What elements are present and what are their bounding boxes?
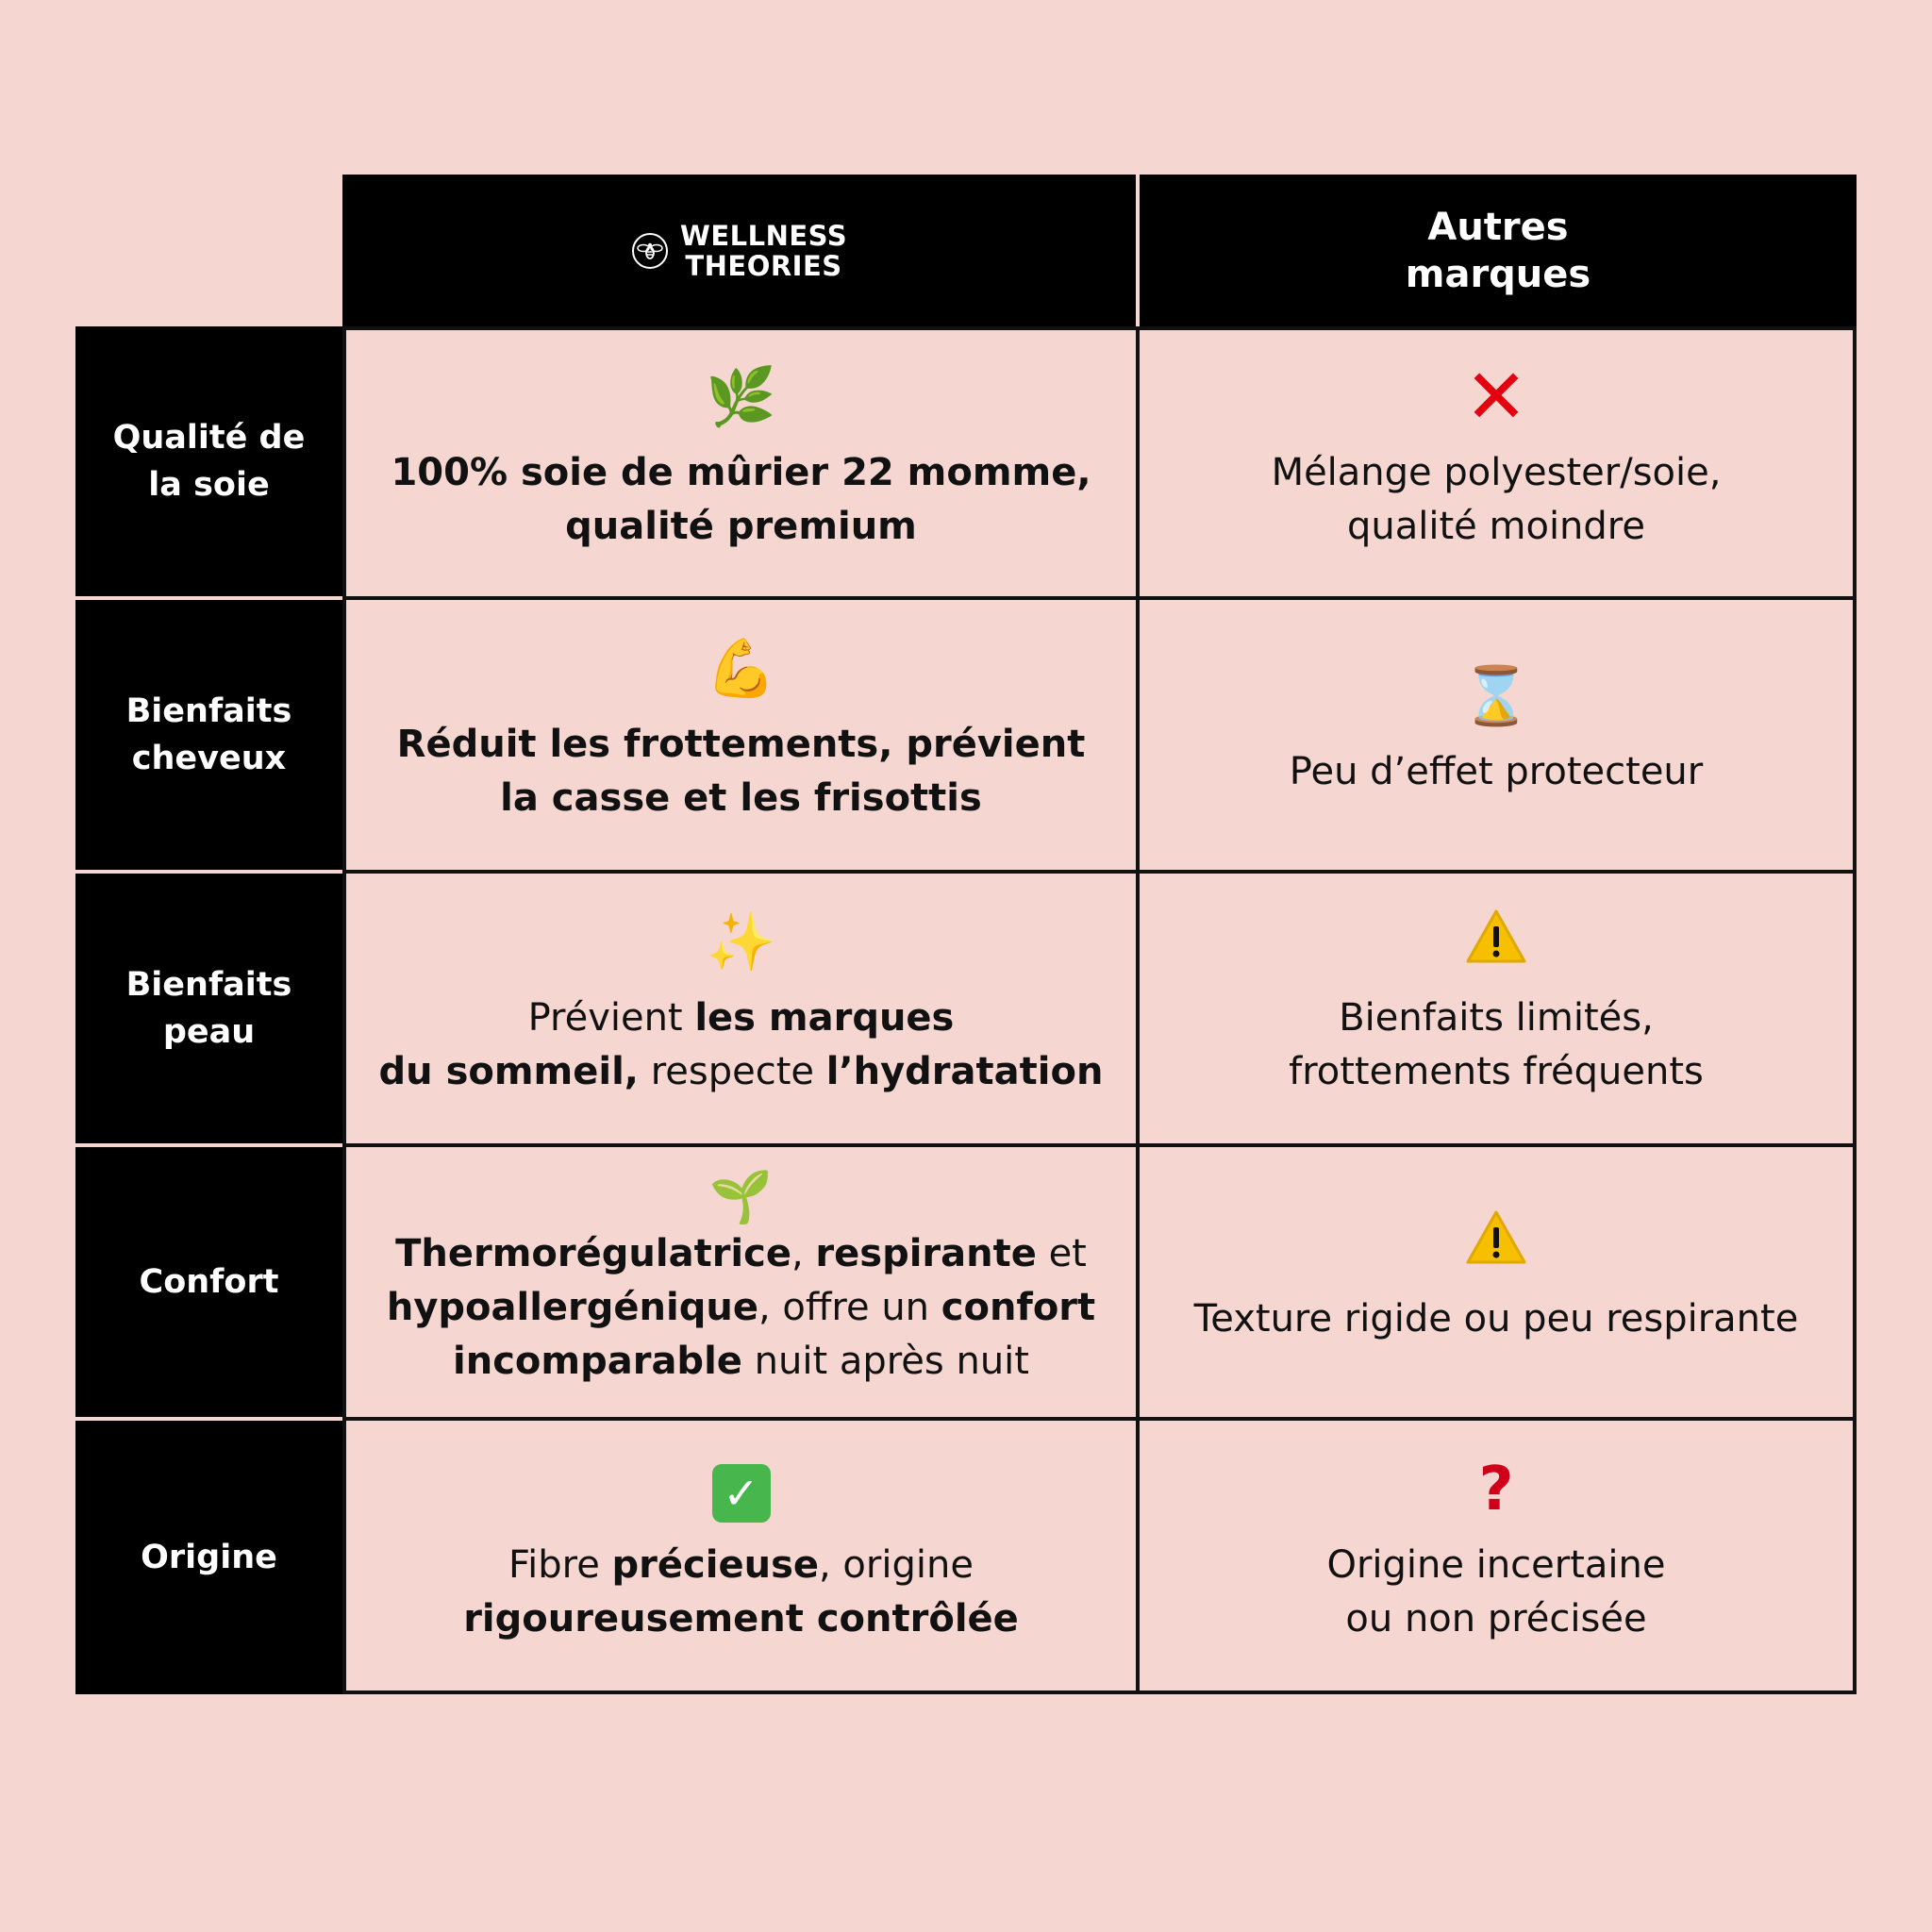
warning-icon [1465, 1209, 1527, 1277]
cell-brand-silk-quality: 🌿 100% soie de mûrier 22 momme, qualité … [342, 326, 1140, 600]
cell-text: Peu d’effet protecteur [1290, 745, 1703, 799]
cell-other-silk-quality: ✕ Mélange polyester/soie, qualité moindr… [1140, 326, 1857, 600]
cell-other-comfort: Texture rigide ou peu respirante [1140, 1147, 1857, 1421]
row-label-line: Confort [139, 1263, 279, 1301]
row-label-line: peau [162, 1013, 256, 1051]
table-corner [75, 175, 342, 326]
cell-text-line: 100% soie de mûrier 22 momme, [391, 451, 1091, 494]
brand-name-line1: WELLNESS [679, 219, 848, 252]
cell-other-skin-benefits: Bienfaits limités, frottements fréquents [1140, 874, 1857, 1147]
row-label-origin: Origine [75, 1421, 342, 1694]
cell-text-line: ou non précisée [1345, 1597, 1647, 1641]
row-label-silk-quality: Qualité de la soie [75, 326, 342, 600]
cell-text: Réduit les frottements, prévient la cass… [397, 718, 1086, 825]
cell-text: Thermorégulatrice, respirante et hypoall… [387, 1227, 1095, 1389]
cell-text-line: Fibre précieuse, origine [508, 1543, 974, 1587]
flexed-biceps-icon: 💪 [706, 636, 776, 702]
brand-column-header: WELLNESS THEORIES [342, 175, 1140, 326]
cell-text: Bienfaits limités, frottements fréquents [1289, 991, 1704, 1099]
row-label-line: Origine [141, 1539, 277, 1576]
warning-icon [1465, 908, 1527, 976]
cell-text-line: Prévient les marques [527, 996, 955, 1040]
bee-logo-icon [631, 232, 668, 269]
brand-name: WELLNESS THEORIES [680, 221, 847, 281]
row-label-line: la soie [148, 466, 270, 504]
cell-text-line: hypoallergénique, offre un confort [386, 1285, 1096, 1329]
comparison-table: WELLNESS THEORIES Autres marques Qualité… [75, 175, 1857, 1697]
cell-brand-comfort: 🌱 Thermorégulatrice, respirante et hypoa… [342, 1147, 1140, 1421]
sparkles-icon: ✨ [706, 909, 776, 975]
cell-text: Texture rigide ou peu respirante [1194, 1292, 1799, 1346]
cell-text-line: qualité premium [565, 505, 917, 548]
cell-text-line: Origine incertaine [1326, 1543, 1666, 1587]
cell-other-hair-benefits: ⌛ Peu d’effet protecteur [1140, 600, 1857, 874]
cell-text-line: incomparable nuit après nuit [453, 1339, 1029, 1383]
row-label-line: Qualité de [112, 419, 306, 457]
brand-logo: WELLNESS THEORIES [631, 221, 847, 281]
cell-text: Mélange polyester/soie, qualité moindre [1272, 446, 1722, 554]
cell-text: Fibre précieuse, origine rigoureusement … [463, 1539, 1019, 1646]
cell-text-line: Peu d’effet protecteur [1289, 749, 1704, 793]
cell-text-line: du sommeil, respecte l’hydratation [378, 1050, 1104, 1093]
cell-text-line: rigoureusement contrôlée [463, 1597, 1019, 1641]
brand-name-line2: THEORIES [685, 249, 842, 282]
herb-icon: 🌿 [706, 364, 776, 430]
cell-brand-origin: ✓ Fibre précieuse, origine rigoureusemen… [342, 1421, 1140, 1694]
row-label-line: Bienfaits [125, 692, 292, 730]
cell-text-line: qualité moindre [1347, 505, 1645, 548]
other-brands-column-header: Autres marques [1140, 175, 1857, 326]
check-mark-button-icon: ✓ [711, 1456, 771, 1524]
cell-other-origin: ? Origine incertaine ou non précisée [1140, 1421, 1857, 1694]
cell-brand-skin-benefits: ✨ Prévient les marques du sommeil, respe… [342, 874, 1140, 1147]
row-label-hair-benefits: Bienfaits cheveux [75, 600, 342, 874]
cell-text: 100% soie de mûrier 22 momme, qualité pr… [391, 446, 1091, 554]
question-mark-icon: ? [1478, 1455, 1514, 1524]
other-header-line1: Autres [1427, 205, 1569, 249]
cell-text-line: Thermorégulatrice, respirante et [395, 1231, 1087, 1275]
row-label-comfort: Confort [75, 1147, 342, 1421]
cell-text-line: Texture rigide ou peu respirante [1193, 1296, 1799, 1341]
cell-text-line: Bienfaits limités, [1339, 996, 1654, 1040]
cell-brand-hair-benefits: 💪 Réduit les frottements, prévient la ca… [342, 600, 1140, 874]
seedling-icon: 🌱 [708, 1166, 774, 1226]
row-label-skin-benefits: Bienfaits peau [75, 874, 342, 1147]
cell-text: Prévient les marques du sommeil, respect… [379, 991, 1104, 1099]
cell-text-line: Réduit les frottements, prévient [396, 723, 1086, 766]
cell-text-line: Mélange polyester/soie, [1271, 451, 1722, 494]
cell-text: Origine incertaine ou non précisée [1326, 1539, 1665, 1646]
other-header-line2: marques [1405, 252, 1591, 296]
cell-text-line: frottements fréquents [1289, 1050, 1704, 1093]
row-label-line: cheveux [131, 740, 287, 777]
hourglass-icon: ⌛ [1460, 662, 1532, 729]
cell-text-line: la casse et les frisottis [500, 776, 982, 820]
row-label-line: Bienfaits [125, 966, 292, 1004]
cross-mark-icon: ✕ [1464, 353, 1528, 441]
